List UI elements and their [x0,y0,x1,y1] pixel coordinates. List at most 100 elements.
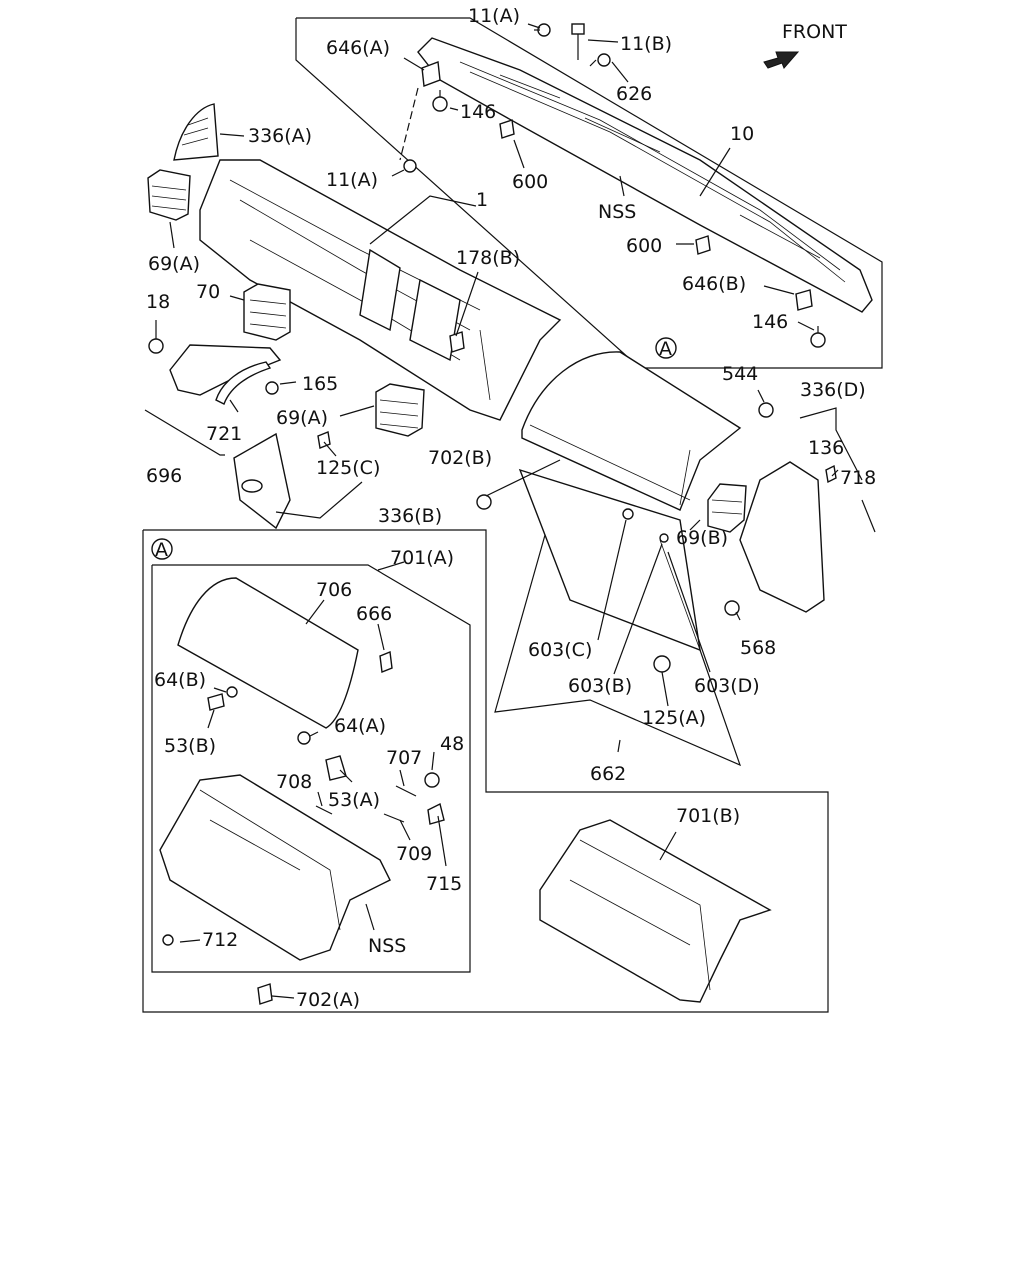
clip-666-icon [379,651,393,673]
clip-146-top-icon [432,90,448,112]
label-702a: 702(A) [296,989,360,1011]
label-125a: 125(A) [642,707,706,729]
leader-lines [169,23,863,999]
vent-70 [243,283,291,341]
bracket-53a-icon [325,755,347,781]
label-336b: 336(B) [378,505,442,527]
lower-cover-696 [144,344,282,456]
callout-a-upper-circle [655,337,677,359]
inset-701a-box [151,564,471,973]
screw-707-icon [395,785,417,797]
label-146-right: 146 [752,311,788,333]
clip-125a-icon [653,655,671,673]
side-cover-336d [707,461,825,613]
nut-702b-icon [476,494,492,510]
label-69a-center: 69(A) [276,407,328,429]
label-48: 48 [440,733,464,755]
spring-48-icon [424,772,440,788]
label-706: 706 [316,579,352,601]
label-336d: 336(D) [800,379,866,401]
vent-69a-center [375,383,425,437]
label-146-top: 146 [460,101,496,123]
label-708: 708 [276,771,312,793]
label-646b: 646(B) [682,273,746,295]
clip-603b-icon [659,533,669,543]
defroster-panel [417,37,873,313]
label-600-right: 600 [626,235,662,257]
vent-69a-left [147,169,191,221]
label-178b: 178(B) [456,247,520,269]
bolt-568-icon [724,600,740,616]
label-336a: 336(A) [248,125,312,147]
label-10: 10 [730,123,754,145]
label-70: 70 [196,281,220,303]
label-nss-top: NSS [598,201,636,223]
label-53a: 53(A) [328,789,380,811]
label-11b: 11(B) [620,33,672,55]
label-626: 626 [616,83,652,105]
screw-544-icon [758,402,774,418]
label-715: 715 [426,873,462,895]
front-label: FRONT [782,21,847,43]
clip-600-right-icon [695,235,711,255]
label-18: 18 [146,291,170,313]
label-646a: 646(A) [326,37,390,59]
screw-136-icon [825,464,837,484]
front-arrow-icon [763,51,800,69]
inset-outer-box [142,529,829,1013]
screw-11a-top-icon [534,23,551,37]
callout-a-inset-circle [151,538,173,560]
label-69b: 69(B) [676,527,728,549]
label-69a-left: 69(A) [148,253,200,275]
clip-600-top-icon [499,119,515,139]
side-vent-336a [173,103,219,161]
label-702b: 702(B) [428,447,492,469]
label-544: 544 [722,363,758,385]
glove-box-body-701a [159,774,391,961]
label-600-top: 600 [512,171,548,193]
clip-125c-icon [317,431,331,449]
label-1: 1 [476,189,488,211]
plate-53b-icon [207,693,225,711]
glove-box-upper [521,351,742,511]
label-603b: 603(B) [568,675,632,697]
label-11a-mid: 11(A) [326,169,378,191]
clip-603c-icon [622,508,634,520]
label-64a: 64(A) [334,715,386,737]
label-701b: 701(B) [676,805,740,827]
bolt-11b-icon [571,23,585,60]
label-568: 568 [740,637,776,659]
clip-702a-icon [257,983,273,1005]
instrument-panel-frame [199,159,562,421]
label-53b: 53(B) [164,735,216,757]
screw-626-icon [589,53,611,67]
label-662: 662 [590,763,626,785]
clip-178b-icon [449,331,465,353]
clip-646a-icon [421,61,441,87]
label-701a: 701(A) [390,547,454,569]
callout-a-upper-text: A [659,338,672,360]
label-64b: 64(B) [154,669,206,691]
label-165: 165 [302,373,338,395]
bolt-18-icon [148,320,164,354]
assembly-10-boundary [295,17,883,369]
label-603d: 603(D) [694,675,760,697]
label-712: 712 [202,929,238,951]
glove-box-body-701b [539,819,772,1003]
label-11a-top: 11(A) [468,5,520,27]
glove-box-lid-706 [177,577,359,729]
label-603c: 603(C) [528,639,592,661]
clip-646b-icon [795,289,813,311]
latch-715-icon [427,802,445,825]
label-721: 721 [206,423,242,445]
screw-712-icon [162,934,174,946]
label-136: 136 [808,437,844,459]
cover-336b [233,432,291,530]
clip-146-right-icon [810,326,826,348]
label-707: 707 [386,747,422,769]
label-nss-bottom: NSS [368,935,406,957]
screw-64b-icon [226,686,238,698]
label-666: 666 [356,603,392,625]
callout-a-inset-text: A [155,539,168,561]
